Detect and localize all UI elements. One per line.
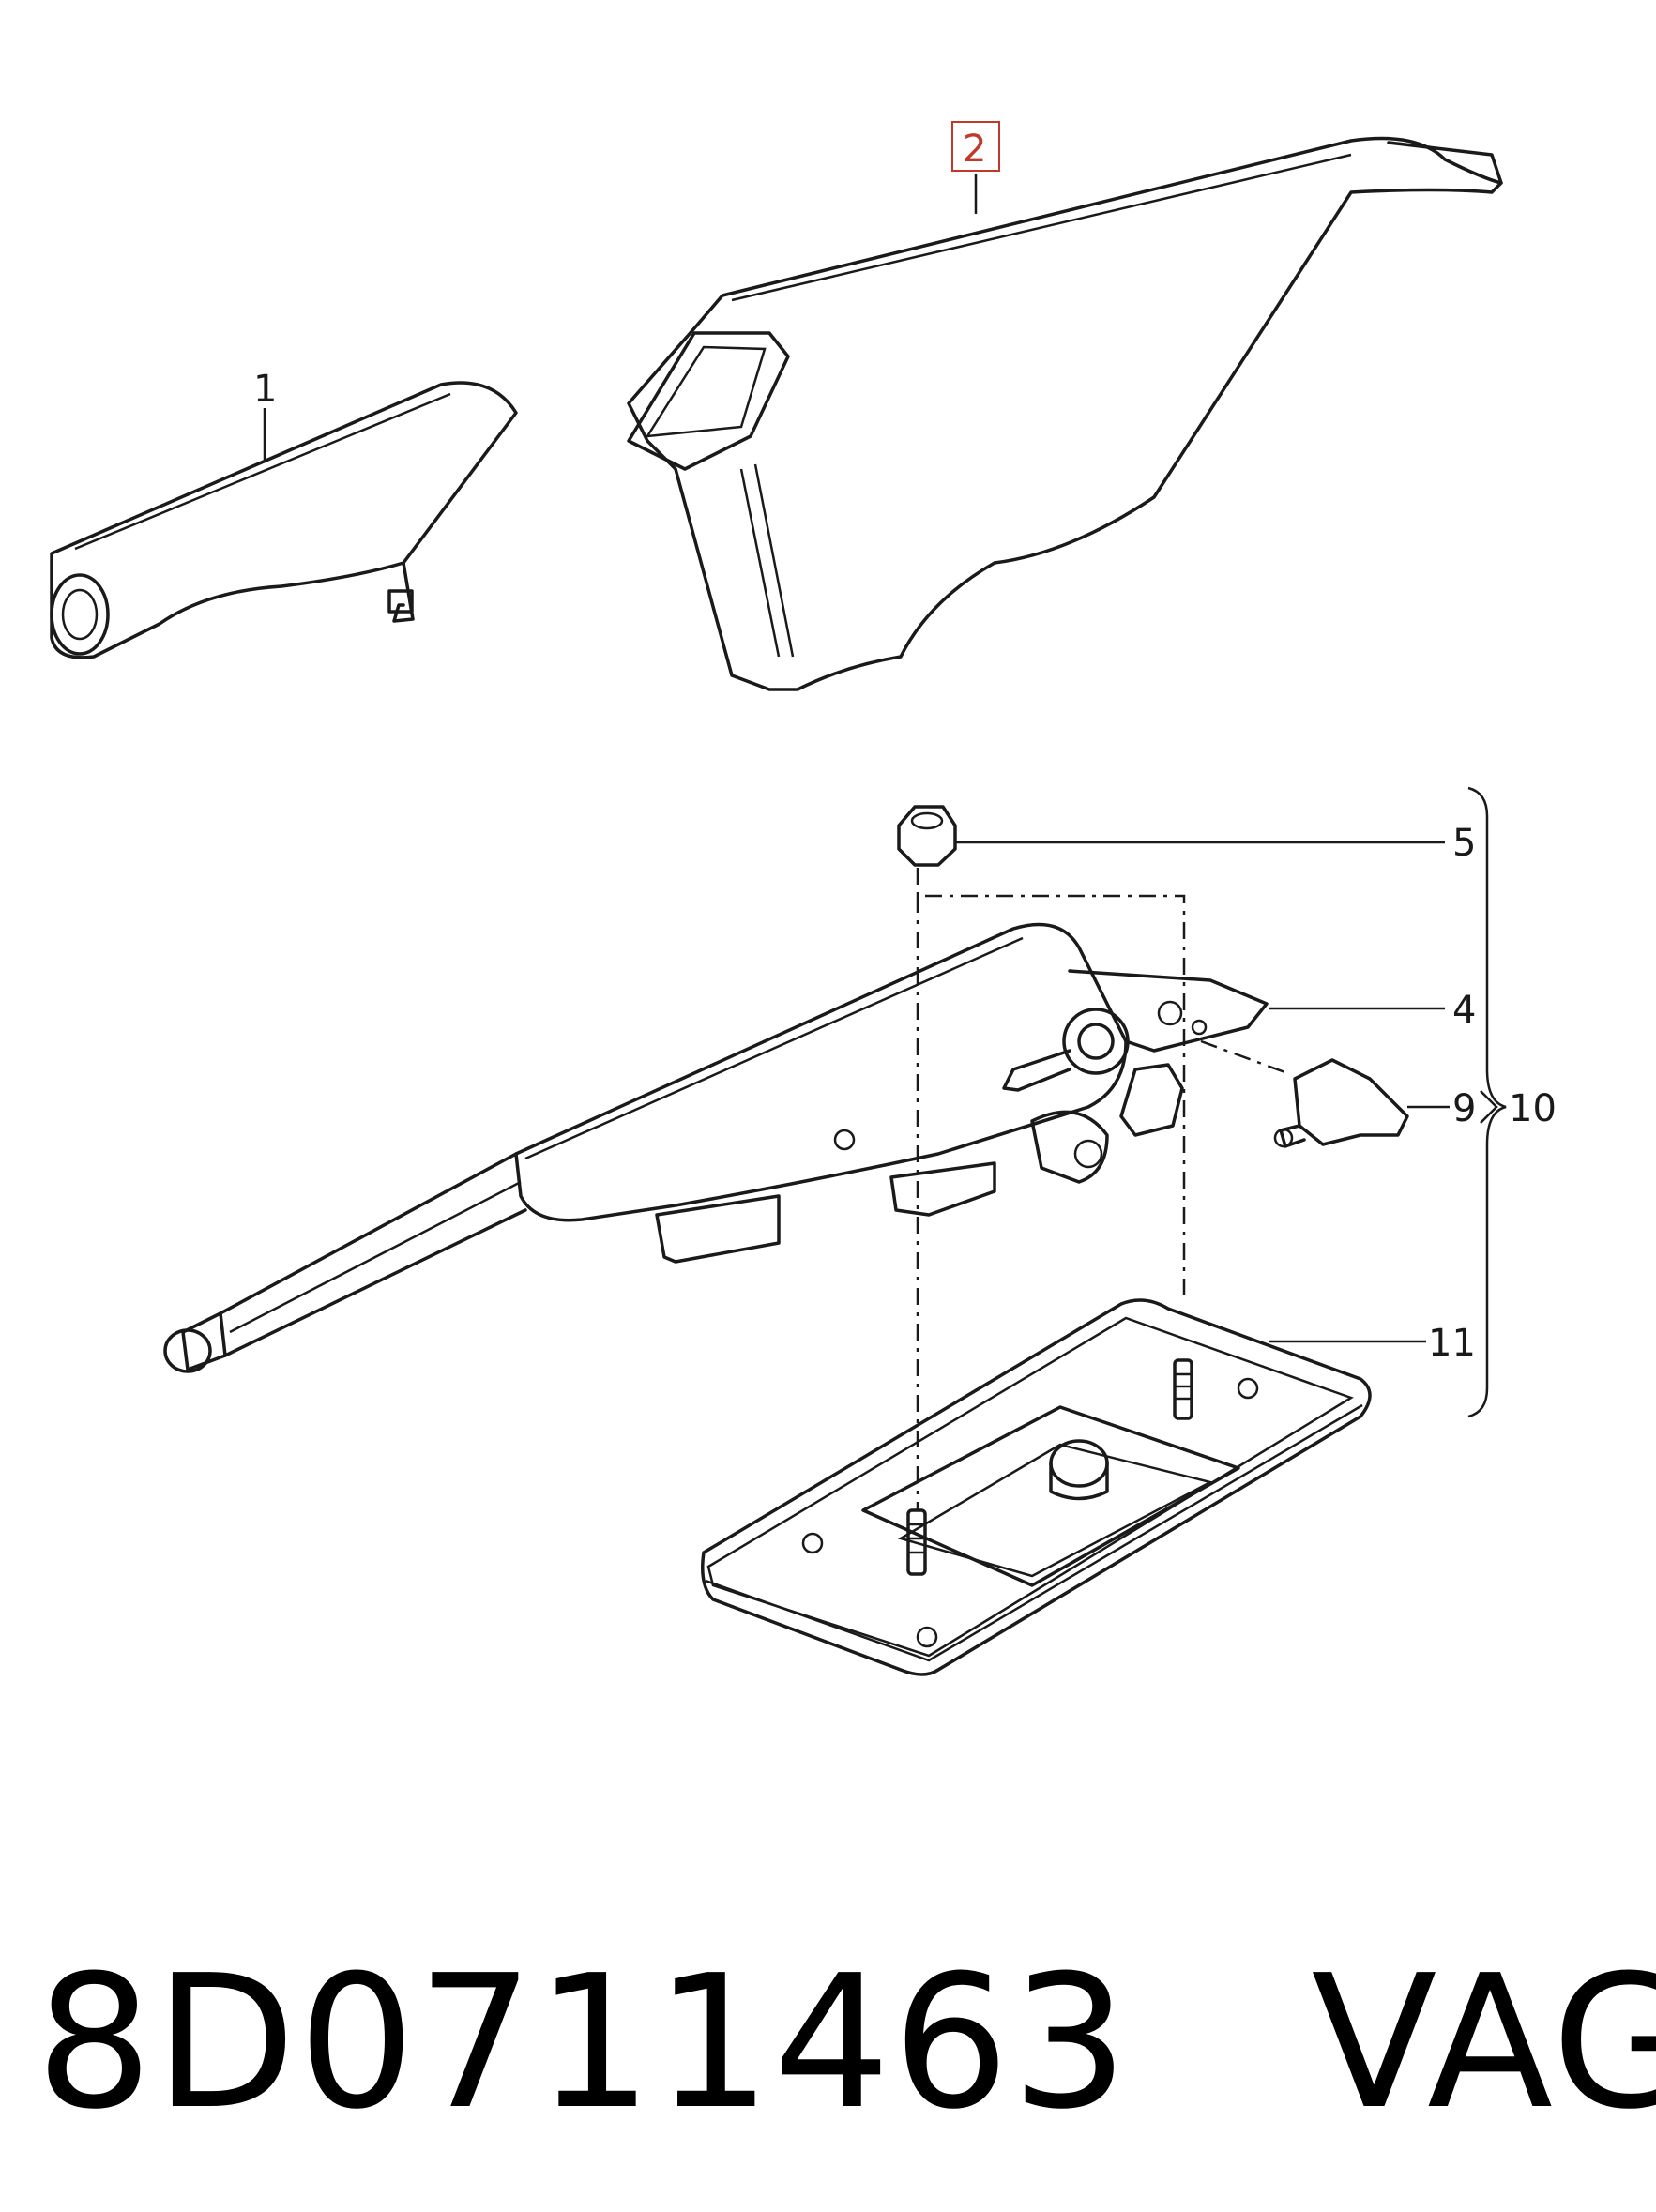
group-bracket xyxy=(1467,786,1507,1418)
callout-9-label: 9 xyxy=(1452,1087,1476,1130)
part-number: 8D0711463 xyxy=(36,1936,1131,2150)
callout-2: 2 xyxy=(951,121,1000,214)
part-2-handle-cover xyxy=(627,136,1503,691)
part-9-switch xyxy=(1273,1058,1409,1148)
handbrake-lever-assembly xyxy=(163,922,1269,1373)
callout-4-label: 4 xyxy=(1452,989,1476,1032)
part-number-caption: 8D0711463 VAG xyxy=(36,1951,1656,2135)
part-11-base-plate xyxy=(701,1298,1372,1676)
callout-9: 9 xyxy=(1407,1087,1476,1130)
callout-4: 4 xyxy=(1269,989,1476,1032)
part-1-handle-grip xyxy=(50,381,518,659)
callout-1: 1 xyxy=(253,368,277,460)
callout-5: 5 xyxy=(955,822,1476,865)
callout-10: 10 xyxy=(1509,1087,1557,1130)
callout-2-label: 2 xyxy=(963,128,986,171)
brand-name: VAG xyxy=(1311,1936,1656,2150)
callout-11-label: 11 xyxy=(1428,1322,1476,1365)
callout-10-label: 10 xyxy=(1509,1087,1557,1130)
callout-5-label: 5 xyxy=(1452,822,1476,865)
part-5-nut xyxy=(897,805,957,867)
callout-1-label: 1 xyxy=(253,368,277,411)
callout-11: 11 xyxy=(1269,1322,1476,1365)
assembly-centerlines xyxy=(916,868,1291,1510)
caption-gap xyxy=(1131,1936,1312,2150)
